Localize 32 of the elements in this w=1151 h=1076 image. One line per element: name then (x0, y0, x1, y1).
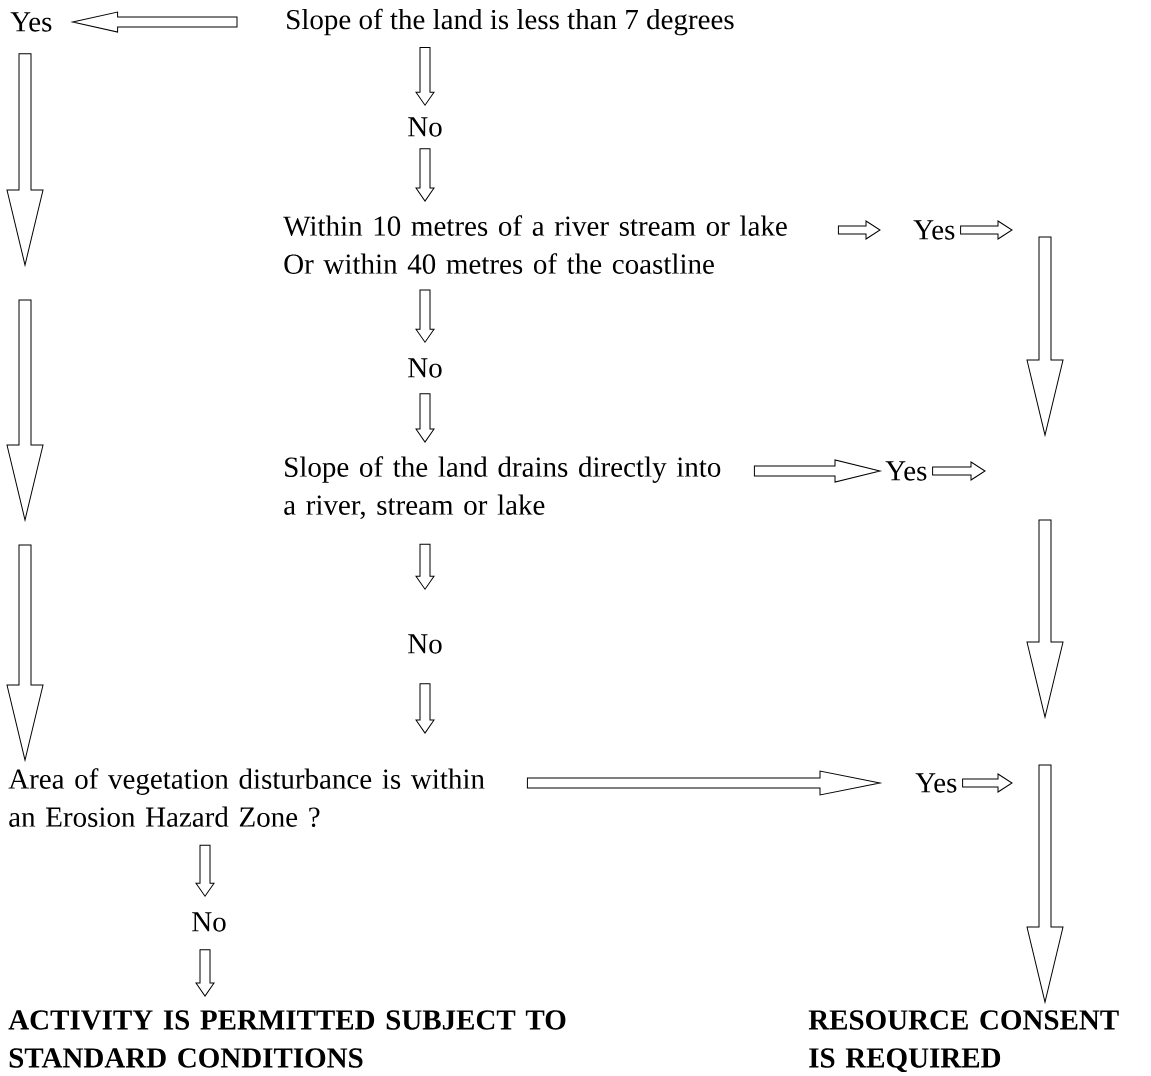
block-arrow (837, 220, 881, 240)
answer-text: Yes (915, 773, 957, 793)
block-arrow (753, 459, 881, 483)
block-arrow (1026, 764, 1064, 1003)
question-text: Within 10 metres of a river stream or lake Or within 40 metres of the coastline (283, 215, 787, 274)
answer-text: No (408, 634, 442, 654)
block-arrow (415, 47, 435, 106)
answer-text: Yes (913, 220, 955, 240)
block-arrow (6, 544, 44, 761)
answer-text: No (408, 358, 442, 378)
answer-text: Yes (885, 461, 927, 481)
block-arrow (415, 683, 435, 734)
block-arrow (960, 220, 1013, 240)
question-text: Slope of the land is less than 7 degrees (287, 8, 734, 36)
block-arrow (962, 773, 1013, 793)
block-arrow (415, 543, 435, 590)
outcome-text: RESOURCE CONSENT IS REQUIRED (808, 1010, 1119, 1073)
block-arrow (195, 844, 215, 897)
block-arrow (932, 461, 986, 481)
block-arrow (526, 770, 881, 796)
block-arrow (415, 148, 435, 202)
block-arrow (72, 11, 238, 33)
block-arrow (415, 289, 435, 343)
answer-text: No (192, 912, 226, 932)
outcome-text: ACTIVITY IS PERMITTED SUBJECT TO STANDARD CONDITIONS (8, 1010, 566, 1068)
answer-text: No (408, 117, 442, 137)
answer-text: Yes (10, 12, 52, 32)
block-arrow (415, 393, 435, 443)
block-arrow (6, 53, 44, 266)
block-arrow (195, 949, 215, 997)
question-text: Slope of the land drains directly into a river, stream or lake (284, 456, 721, 520)
question-text: Area of vegetation disturbance is within an Erosion Hazard Zone ? (8, 768, 485, 828)
